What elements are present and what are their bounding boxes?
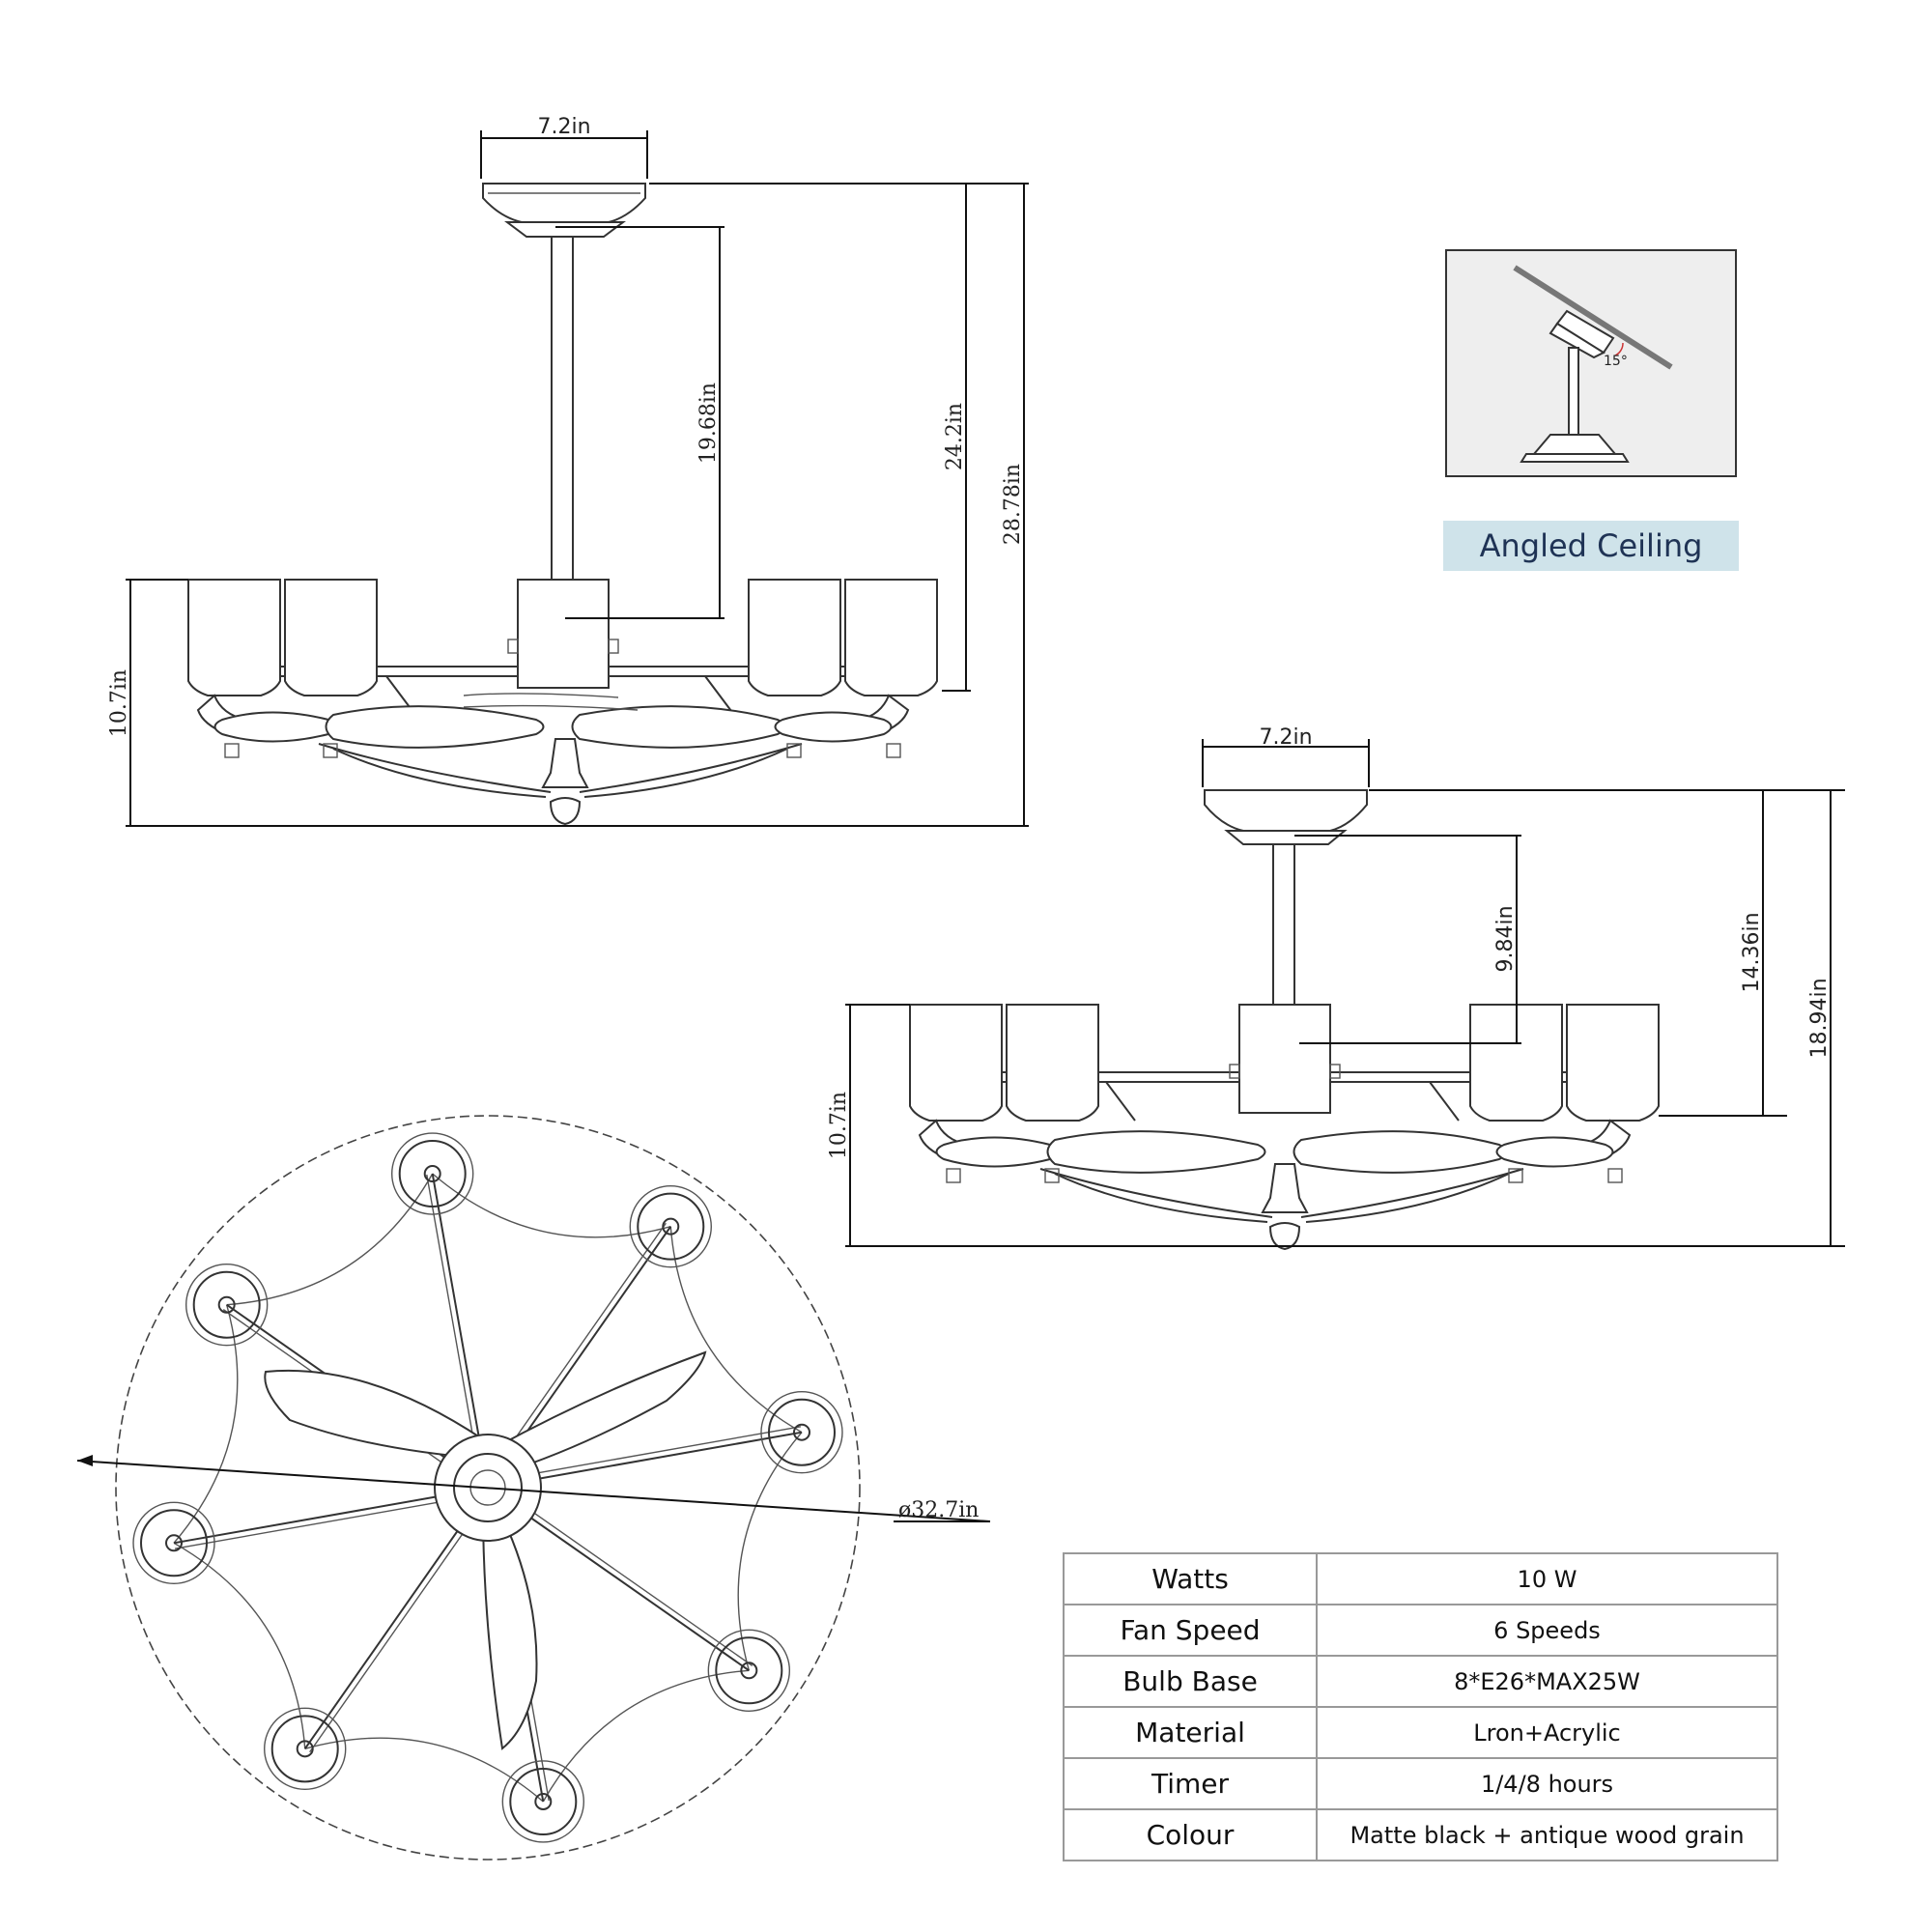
plan-lamp-cup xyxy=(760,1390,843,1474)
spec-key: Watts xyxy=(1063,1552,1318,1605)
plan-lamp-cup xyxy=(264,1707,347,1791)
plan-lamp-cup xyxy=(192,1270,261,1339)
plan-lamp-cup xyxy=(707,1629,791,1712)
plan-lamp-cup xyxy=(398,1140,467,1208)
top-rod-label: 19.68in xyxy=(696,383,721,464)
plan-lamp-cup xyxy=(629,1184,712,1268)
spec-key: Bulb Base xyxy=(1063,1655,1318,1708)
spec-value: 10 W xyxy=(1316,1552,1778,1605)
plan-lamp-cup xyxy=(715,1636,783,1705)
plan-lamp-cup xyxy=(390,1132,474,1215)
angled-ceiling-inset xyxy=(1445,249,1737,477)
plan-cage-arc xyxy=(737,1432,803,1671)
plan-cage-arc xyxy=(304,1737,544,1803)
plan-lamp-cup xyxy=(165,1534,184,1552)
right-width-label: 7.2in xyxy=(1259,725,1312,750)
plan-lamp-cup xyxy=(767,1398,836,1466)
plan-lamp-cup xyxy=(140,1509,209,1577)
top-total-label: 28.78in xyxy=(1001,464,1025,545)
spec-value: Lron+Acrylic xyxy=(1316,1706,1778,1759)
right-total-label: 18.94in xyxy=(1807,978,1832,1058)
top-width-label: 7.2in xyxy=(537,115,590,139)
plan-lamp-cup xyxy=(740,1662,758,1680)
elevation-short-rod: 7.2in 9.84in xyxy=(827,725,1845,1251)
spec-value: 8*E26*MAX25W xyxy=(1316,1655,1778,1708)
plan-view: ø32.7in xyxy=(76,1115,991,1861)
spec-key: Timer xyxy=(1063,1757,1318,1810)
spec-value: 6 Speeds xyxy=(1316,1604,1778,1657)
spec-key: Material xyxy=(1063,1706,1318,1759)
plan-lamp-cup xyxy=(534,1792,553,1810)
plan-cage-arc xyxy=(432,1173,671,1238)
plan-lamp-cup xyxy=(270,1715,339,1783)
plan-cage-arc xyxy=(669,1226,803,1434)
plan-lamp-cup xyxy=(509,1767,578,1835)
top-body-label: 24.2in xyxy=(943,403,967,470)
plan-lamp-cup xyxy=(662,1217,680,1236)
elevation-long-rod: 7.2in xyxy=(107,115,1029,827)
plan-lamp-cup xyxy=(792,1423,810,1441)
plan-cage-arc xyxy=(173,1542,306,1749)
plan-cage-arc xyxy=(226,1173,434,1306)
plan-diameter-label: ø32.7in xyxy=(898,1498,979,1522)
top-lamp-label: 10.7in xyxy=(107,669,131,737)
spec-key: Fan Speed xyxy=(1063,1604,1318,1657)
spec-value: 1/4/8 hours xyxy=(1316,1757,1778,1810)
spec-value: Matte black + antique wood grain xyxy=(1316,1808,1778,1861)
right-body-label: 14.36in xyxy=(1740,912,1764,992)
plan-lamp-cup xyxy=(217,1295,236,1314)
right-rod-label: 9.84in xyxy=(1493,905,1518,972)
plan-lamp-cup xyxy=(501,1760,585,1843)
plan-lamp-cup xyxy=(296,1740,314,1758)
right-lamp-label: 10.7in xyxy=(827,1092,851,1159)
plan-lamp-cup xyxy=(637,1192,705,1261)
plan-cage-arc xyxy=(173,1304,239,1544)
plan-lamp-cup xyxy=(185,1264,269,1347)
plan-lamp-cup xyxy=(132,1501,215,1585)
plan-cage-arc xyxy=(542,1669,750,1803)
plan-lamp-cup xyxy=(423,1165,441,1183)
spec-key: Colour xyxy=(1063,1808,1318,1861)
angled-ceiling-caption: Angled Ceiling xyxy=(1443,521,1739,571)
